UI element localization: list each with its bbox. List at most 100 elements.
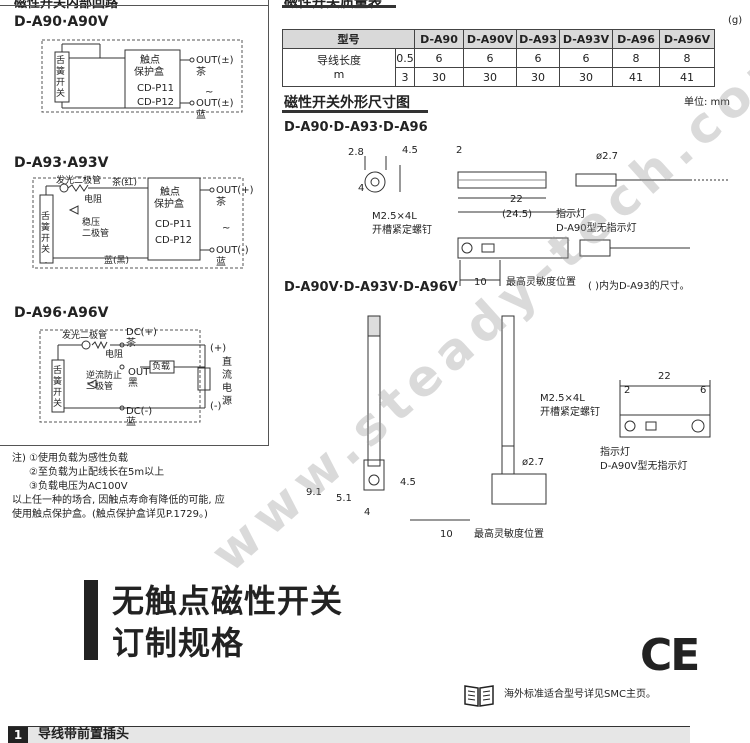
a96-load: 负载 (152, 362, 171, 372)
a93-led: 发光二极管 (56, 176, 102, 186)
table-cell: 30 (414, 67, 464, 87)
a93-box-2: 保护盒 (154, 199, 184, 210)
table-cell: 30 (559, 67, 613, 87)
v-indicator-label: 指示灯 (600, 447, 630, 458)
v-dim-5-1: 5.1 (336, 493, 352, 504)
mass-header-a93: D-A93 (516, 29, 560, 49)
mass-row-3: 3 30 30 30 30 41 41 (283, 67, 715, 87)
a93-out-plus: OUT(+) (216, 185, 254, 196)
a93-zener-2: 二极管 (82, 229, 110, 239)
a93-tilde: ~ (222, 223, 231, 234)
dims-subtitle-1: D-A90·D-A93·D-A96 (284, 120, 428, 135)
note-line-3: ③负载电压为AC100V (29, 481, 128, 492)
a96-black: 黑 (128, 378, 138, 389)
a96-resistor: 电阻 (105, 350, 124, 360)
a93-out-minus: OUT(-) (216, 245, 249, 256)
a96-brown: 茶 (126, 338, 136, 349)
a93-brown-red: 茶(红) (112, 178, 138, 188)
table-cell: 41 (612, 67, 660, 87)
v-screw-desc: 开槽紧定螺钉 (540, 407, 600, 418)
dims-subtitle-2: D-A90V·D-A93V·D-A96V (284, 280, 458, 295)
mass-header-model: 型号 (282, 29, 415, 49)
a93-switch: 舌簧开关 (41, 212, 51, 255)
a96-dc-plus: DC(+) (126, 327, 157, 338)
circuit-a90-title: D-A90·A90V (14, 14, 109, 30)
v-dim-phi-2-7: ø2.7 (522, 457, 545, 468)
ce-mark: CE (640, 630, 700, 681)
a96-minus: (-) (210, 401, 222, 412)
table-cell: 8 (659, 48, 715, 68)
v-dim-10: 10 (440, 529, 453, 540)
dims-unit: 单位: mm (684, 97, 731, 108)
a90-cd1: CD-P11 (137, 83, 175, 94)
a90-box-label-2: 保护盒 (134, 67, 164, 78)
v-dim-4: 4 (364, 507, 371, 518)
a93-cd1: CD-P11 (155, 219, 193, 230)
a96-reverse-1: 逆流防止 (86, 371, 123, 381)
mass-row-label-2: m (333, 67, 345, 81)
circuit-a93-title: D-A93·A93V (14, 155, 109, 171)
a90-out-minus: OUT(±) (196, 98, 234, 109)
a96-out: OUT (128, 367, 150, 378)
a96-reverse-2: 二极管 (86, 382, 114, 392)
circuit-a90-diagram (32, 39, 244, 423)
a90-blue: 蓝 (196, 110, 206, 121)
main-title-line-2: 订制规格 (112, 624, 245, 662)
mass-unit: (g) (728, 15, 743, 26)
section-text: 导线带前置插头 (38, 727, 130, 742)
mass-len-0.5: 0.5 (395, 48, 415, 68)
a93-cd2: CD-P12 (155, 235, 193, 246)
a96-dc-minus: DC(-) (126, 406, 153, 417)
no-indicator-label: D-A90型无指示灯 (556, 223, 637, 234)
note-line-2: ②至负载为止配线长在5m以上 (29, 467, 165, 478)
a96-switch: 舌簧开关 (53, 366, 63, 409)
table-cell: 41 (659, 67, 715, 87)
v-dim-6: 6 (700, 385, 707, 396)
paren-note: ( )内为D-A93的尺寸。 (588, 281, 690, 292)
section-number: 1 (8, 727, 28, 743)
dim-10: 10 (474, 277, 487, 288)
screw-label: M2.5×4L (372, 211, 417, 222)
a90-switch-label: 舌簧开关 (56, 56, 66, 99)
notes: 注) ①使用负载为感性负载 ②至负载为止配线长在5m以上 ③负载电压为AC100… (12, 452, 262, 522)
note-line-1: 注) ①使用负载为感性负载 (12, 453, 129, 464)
a93-brown: 茶 (216, 197, 226, 208)
a90-out-plus: OUT(±) (196, 55, 234, 66)
a90-box-label-1: 触点 (140, 55, 160, 66)
book-icon (464, 685, 494, 707)
note-line-5: 使用触点保护盒。(触点保护盒详见P.1729。) (12, 509, 208, 520)
mass-header-row: 型号 D-A90 D-A90V D-A93 D-A93V D-A96 D-A96… (282, 29, 715, 49)
v-dim-4-5: 4.5 (400, 477, 416, 488)
a90-cd2: CD-P12 (137, 97, 175, 108)
v-dim-9-1: 9.1 (306, 487, 322, 498)
a93-resistor: 电阻 (84, 195, 103, 205)
dim-phi-2-7: ø2.7 (596, 151, 619, 162)
mass-header-a96: D-A96 (612, 29, 660, 49)
a93-blue: 蓝 (216, 257, 226, 268)
dims-drawing (363, 156, 730, 521)
a90-tilde: ~ (205, 87, 214, 98)
a96-power: 直流电源 (222, 357, 232, 407)
sensitive-label: 最高灵敏度位置 (506, 277, 576, 288)
dim-2: 2 (456, 145, 463, 156)
a96-led: 发光二极管 (62, 331, 108, 341)
a96-blue: 蓝 (126, 417, 136, 428)
mass-header-a93v: D-A93V (559, 29, 613, 49)
mass-header-a90v: D-A90V (463, 29, 517, 49)
mass-len-3: 3 (395, 67, 415, 87)
dim-22: 22 (510, 194, 523, 205)
mass-table: 型号 D-A90 D-A90V D-A93 D-A93V D-A96 D-A96… (282, 29, 715, 87)
dim-24-5: (24.5) (502, 209, 533, 220)
table-cell: 30 (516, 67, 560, 87)
mass-row-label-1: 导线长度 (317, 53, 361, 67)
v-screw-label: M2.5×4L (540, 393, 585, 404)
overseas-note: 海外标准适合型号详见SMC主页。 (504, 689, 656, 700)
table-cell: 6 (516, 48, 560, 68)
title-bar (84, 580, 98, 660)
dim-2-8: 2.8 (348, 147, 364, 158)
v-sensitive-label: 最高灵敏度位置 (474, 529, 544, 540)
dim-4-5: 4.5 (402, 145, 418, 156)
left-panel: 磁性开关内部回路 D-A90·A90V (0, 0, 269, 446)
table-cell: 6 (463, 48, 517, 68)
